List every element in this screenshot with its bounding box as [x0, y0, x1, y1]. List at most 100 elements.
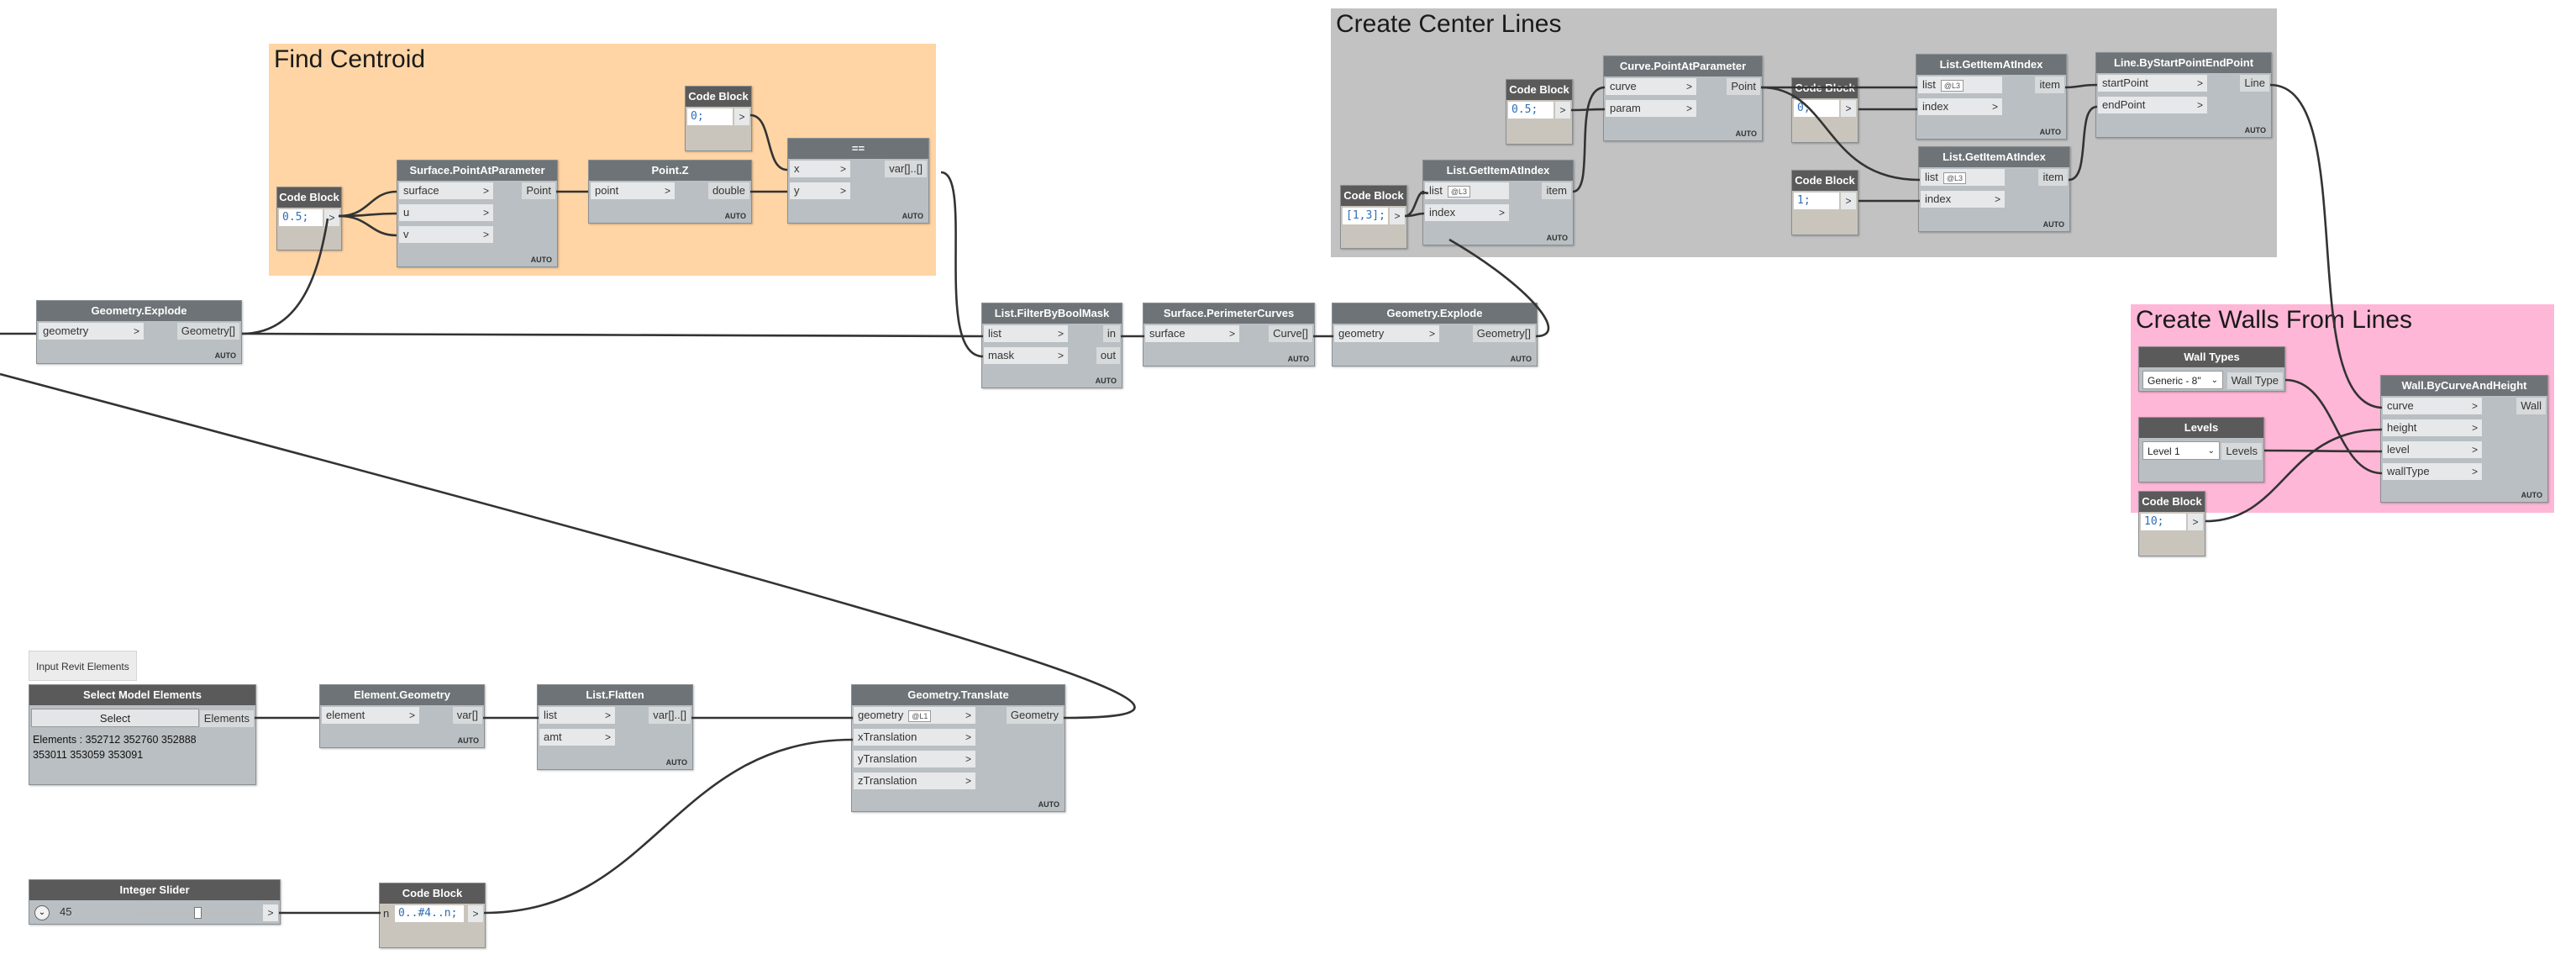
node-code-block-half[interactable]: Code Block 0.5; > [276, 187, 342, 250]
node-code-block-zero[interactable]: Code Block 0; > [685, 86, 752, 151]
node-geometry-explode-left[interactable]: Geometry.Explode geometry> Geometry[] AU… [36, 300, 242, 364]
input-port-element[interactable]: element> [322, 707, 419, 724]
output-port-point[interactable]: Point [1727, 78, 1760, 95]
input-port-list[interactable]: list> [984, 325, 1068, 342]
output-port-elements[interactable]: Elements [199, 710, 254, 727]
input-port-surface[interactable]: surface> [1145, 325, 1239, 342]
node-geometry-explode-mid[interactable]: Geometry.Explode geometry> Geometry[] AU… [1332, 303, 1538, 366]
input-port-geometry[interactable]: geometry> [39, 323, 144, 340]
output-port-curves[interactable]: Curve[] [1269, 325, 1312, 342]
input-port-x[interactable]: x> [790, 161, 850, 177]
node-list-get-item-at-index-3[interactable]: List.GetItemAtIndex list@L3 item index> … [1918, 146, 2070, 232]
output-port-var[interactable]: var[]..[] [885, 161, 927, 177]
output-port-line[interactable]: Line [2240, 75, 2269, 92]
output-port-geometry[interactable]: Geometry[] [176, 323, 239, 340]
note-input-revit-elements[interactable]: Input Revit Elements [29, 651, 137, 681]
slider-thumb[interactable] [194, 907, 202, 919]
code-text[interactable]: 10; [2141, 514, 2186, 530]
node-list-get-item-at-index-1[interactable]: List.GetItemAtIndex list@L3 item index> … [1422, 160, 1574, 245]
input-port-end-point[interactable]: endPoint> [2098, 97, 2207, 113]
input-port-point[interactable]: point> [591, 182, 675, 199]
input-port-height[interactable]: height> [2383, 419, 2482, 436]
output-port-in[interactable]: in [1102, 325, 1120, 342]
input-port-index[interactable]: index> [1425, 204, 1509, 221]
node-point-z[interactable]: Point.Z point> double AUTO [588, 160, 752, 224]
wall-type-dropdown[interactable]: Generic - 8"⌄ [2142, 371, 2223, 389]
node-integer-slider[interactable]: Integer Slider ⌄ 45 > [29, 879, 281, 925]
node-code-block-half-2[interactable]: Code Block 0.5; > [1506, 79, 1573, 145]
input-port-n[interactable]: n [383, 907, 390, 920]
output-port[interactable]: > [324, 209, 339, 226]
output-port-wall[interactable]: Wall [2516, 398, 2546, 414]
input-port-x-translation[interactable]: xTranslation> [854, 729, 975, 746]
output-port-wall-type[interactable]: Wall Type [2226, 372, 2283, 389]
output-port-item[interactable]: item [2038, 169, 2068, 186]
node-code-block-list[interactable]: Code Block [1,3]; > [1340, 185, 1407, 249]
input-port-list[interactable]: list> [539, 707, 615, 724]
node-equals[interactable]: == x> var[]..[] y> AUTO [787, 138, 929, 224]
output-port-point[interactable]: Point [522, 182, 555, 199]
output-port[interactable]: > [1841, 100, 1856, 117]
node-code-block-one[interactable]: Code Block 1; > [1791, 170, 1858, 235]
output-port-geometry[interactable]: Geometry [1006, 707, 1063, 724]
code-text[interactable]: 0; [1794, 100, 1839, 117]
code-text[interactable]: [1,3]; [1343, 208, 1388, 224]
input-port-z-translation[interactable]: zTranslation> [854, 773, 975, 789]
code-text[interactable]: 0.5; [1508, 102, 1553, 119]
node-code-block-range[interactable]: Code Block n 0..#4..n; > [379, 883, 486, 948]
node-list-filter-by-bool-mask[interactable]: List.FilterByBoolMask list> in mask> out… [981, 303, 1122, 388]
output-port-item[interactable]: item [1542, 182, 1571, 199]
node-levels[interactable]: Levels Level 1⌄ Levels [2138, 417, 2264, 482]
node-wall-types[interactable]: Wall Types Generic - 8"⌄ Wall Type [2138, 346, 2285, 392]
input-port-level[interactable]: level> [2383, 441, 2482, 458]
code-text[interactable]: 0; [687, 108, 733, 125]
output-port[interactable]: > [1841, 192, 1856, 209]
chevron-down-icon[interactable]: ⌄ [34, 905, 50, 920]
output-port-geometry[interactable]: Geometry[] [1472, 325, 1535, 342]
input-port-u[interactable]: u> [399, 204, 493, 221]
input-port-index[interactable]: index> [1921, 191, 2005, 208]
output-port-levels[interactable]: Levels [2221, 443, 2262, 460]
input-port-y[interactable]: y> [790, 182, 850, 199]
output-port-var[interactable]: var[]..[] [649, 707, 691, 724]
code-text[interactable]: 0..#4..n; [395, 905, 464, 922]
output-port[interactable]: > [1390, 208, 1405, 224]
input-port-geometry[interactable]: geometry@L1> [854, 707, 975, 724]
output-port[interactable]: > [2188, 514, 2203, 530]
node-list-get-item-at-index-2[interactable]: List.GetItemAtIndex list@L3 item index> … [1916, 54, 2067, 140]
node-list-flatten[interactable]: List.Flatten list> var[]..[] amt> AUTO [537, 684, 693, 770]
input-port-list[interactable]: list@L3 [1918, 76, 2002, 93]
input-port-amt[interactable]: amt> [539, 729, 615, 746]
node-element-geometry[interactable]: Element.Geometry element> var[] AUTO [319, 684, 485, 748]
node-line-by-start-end[interactable]: Line.ByStartPointEndPoint startPoint> Li… [2095, 52, 2272, 138]
output-port[interactable]: > [1555, 102, 1570, 119]
slider-value[interactable]: 45 [60, 905, 72, 918]
code-text[interactable]: 1; [1794, 192, 1839, 209]
select-button[interactable]: Select [31, 709, 199, 727]
input-port-surface[interactable]: surface> [399, 182, 493, 199]
output-port-double[interactable]: double [707, 182, 749, 199]
output-port-out[interactable]: out [1096, 347, 1120, 364]
input-port-list[interactable]: list@L3 [1425, 182, 1509, 199]
input-port-param[interactable]: param> [1606, 100, 1696, 117]
lacing-badge[interactable]: @L3 [1447, 185, 1471, 198]
input-port-curve[interactable]: curve> [1606, 78, 1696, 95]
lacing-badge[interactable]: @L3 [1943, 171, 1967, 184]
node-code-block-ten[interactable]: Code Block 10; > [2138, 491, 2205, 556]
level-dropdown[interactable]: Level 1⌄ [2142, 441, 2220, 460]
node-code-block-zero-2[interactable]: Code Block 0; > [1791, 77, 1858, 143]
node-curve-point-at-parameter[interactable]: Curve.PointAtParameter curve> Point para… [1603, 55, 1763, 141]
lacing-badge[interactable]: @L1 [908, 709, 932, 722]
input-port-start-point[interactable]: startPoint> [2098, 75, 2207, 92]
code-text[interactable]: 0.5; [279, 209, 323, 226]
output-port[interactable]: > [263, 904, 278, 921]
input-port-list[interactable]: list@L3 [1921, 169, 2005, 186]
input-port-y-translation[interactable]: yTranslation> [854, 751, 975, 767]
input-port-geometry[interactable]: geometry> [1334, 325, 1439, 342]
output-port[interactable]: > [734, 108, 749, 125]
node-geometry-translate[interactable]: Geometry.Translate geometry@L1> Geometry… [851, 684, 1065, 812]
output-port-item[interactable]: item [2035, 76, 2064, 93]
input-port-wall-type[interactable]: wallType> [2383, 463, 2482, 480]
output-port-var[interactable]: var[] [452, 707, 482, 724]
node-select-model-elements[interactable]: Select Model Elements Select Elements El… [29, 684, 256, 785]
